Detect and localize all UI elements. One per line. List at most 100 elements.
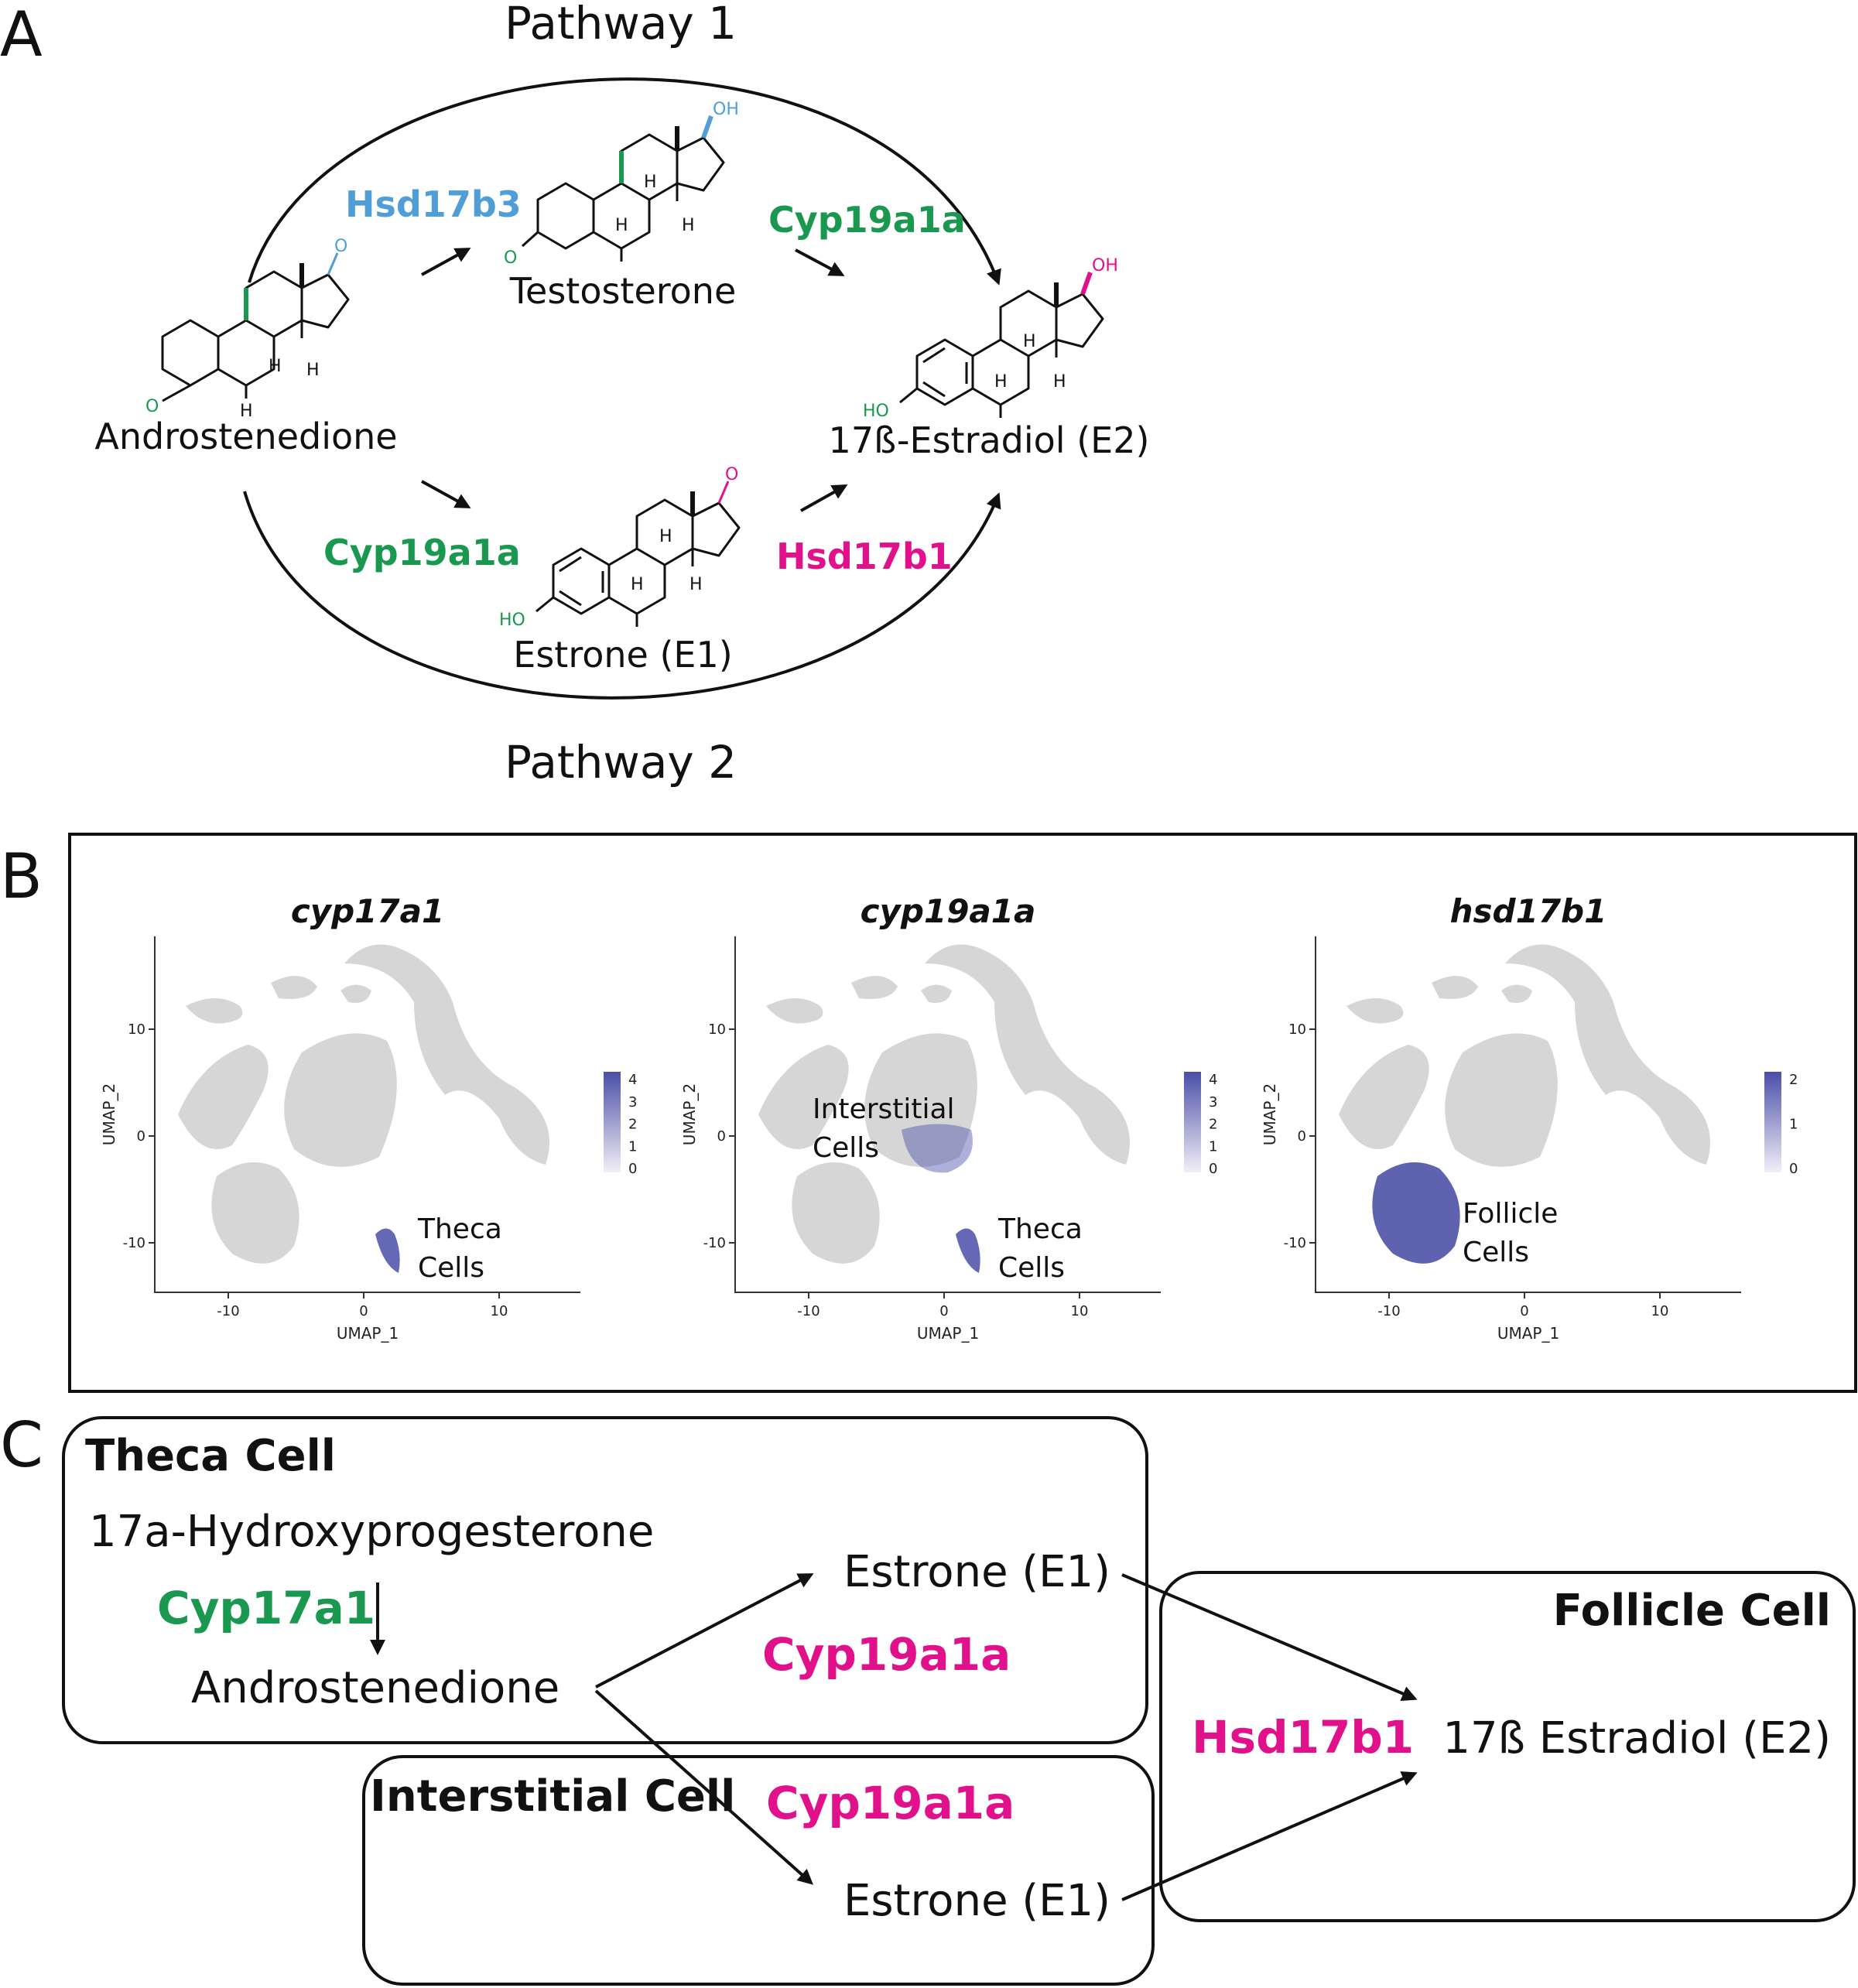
estradiol-h8: H (994, 372, 1008, 392)
testosterone-structure: OH O H H H (504, 100, 739, 268)
theca-cluster-highlight (956, 1228, 980, 1273)
follicle-cell-box (1159, 1571, 1856, 1922)
umap-cluster (1339, 1045, 1429, 1149)
androstenedione-o17: O (334, 237, 347, 256)
estradiol-oh: OH (1092, 256, 1118, 275)
y-tick-label: 10 (128, 1021, 145, 1038)
y-tick-label: 0 (137, 1128, 145, 1145)
androstenedione-h8: H (240, 402, 253, 421)
cell-label-line1: Theca (997, 1213, 1083, 1245)
enzyme-hsd17b1: Hsd17b1 (776, 535, 953, 577)
y-tick-label: -10 (703, 1235, 726, 1251)
x-tick-label: -10 (1377, 1303, 1400, 1319)
umap-cluster (340, 984, 371, 1003)
cyp19a1a-bottom-enzyme: Cyp19a1a (766, 1777, 1015, 1829)
step-arrow-2 (795, 248, 845, 276)
enzyme-cyp19a1a-top: Cyp19a1a (768, 199, 966, 241)
estrone-ho: HO (499, 611, 525, 630)
testosterone-h14: H (682, 216, 695, 235)
umap-cluster (1432, 976, 1478, 999)
panel-c-letter: C (0, 1409, 43, 1481)
estrone-top-label: Estrone (E1) (843, 1547, 1110, 1597)
y-tick-label: -10 (123, 1235, 145, 1251)
cell-label-line2: Cells (998, 1252, 1065, 1284)
colorbar (1184, 1072, 1201, 1172)
androstenedione-o3: O (145, 397, 159, 416)
panel-b-frame (68, 833, 1857, 1393)
step-arrow-4 (800, 484, 848, 512)
colorbar-tick-label: 1 (1209, 1138, 1217, 1155)
estrone-bottom-label: Estrone (E1) (843, 1876, 1110, 1926)
umap-cluster (792, 1162, 880, 1264)
testosterone-h9: H (644, 173, 657, 192)
estrone-structure: O HO H H H (499, 465, 739, 630)
x-tick-label: -10 (797, 1303, 820, 1319)
y-tick-label: -10 (1284, 1235, 1306, 1251)
androstenedione-h9: H (269, 357, 282, 376)
estradiol-h9: H (1023, 332, 1036, 351)
y-tick-label: 10 (1288, 1021, 1306, 1038)
step-arrow-1 (421, 248, 471, 276)
umap-cluster (271, 976, 317, 999)
pathway2-arc (243, 491, 1001, 700)
arrow-e1-to-e2-bottom (1121, 1771, 1418, 1901)
umap-cluster (1346, 998, 1404, 1024)
umap-cluster (211, 1162, 299, 1264)
testosterone-name: Testosterone (509, 270, 737, 312)
umap-cluster (925, 944, 1130, 1165)
arrow-e1-to-e2-top (1121, 1573, 1418, 1701)
x-tick-label: 0 (359, 1303, 368, 1319)
x-tick-label: 0 (939, 1303, 948, 1319)
umap-cluster (864, 1033, 977, 1167)
follicle-cell-title: Follicle Cell (1553, 1586, 1831, 1636)
follicle-cluster-highlight (1372, 1162, 1460, 1264)
estrone-name: Estrone (E1) (513, 634, 732, 676)
umap-cluster (1505, 944, 1710, 1165)
colorbar-tick-label: 1 (628, 1138, 637, 1155)
pathway2-label: Pathway 2 (505, 736, 737, 789)
colorbar-tick-label: 2 (1789, 1072, 1798, 1088)
enzyme-cyp19a1a-bottom: Cyp19a1a (323, 532, 521, 573)
testosterone-h8: H (615, 216, 628, 235)
x-axis-label: UMAP_1 (1497, 1324, 1559, 1343)
y-axis-label: UMAP_2 (100, 1083, 118, 1145)
colorbar-tick-label: 4 (628, 1072, 637, 1088)
colorbar (1764, 1072, 1781, 1172)
testosterone-oh: OH (713, 100, 739, 119)
estrone-h14: H (689, 575, 703, 594)
umap-cluster (921, 984, 952, 1003)
colorbar-tick-label: 0 (1789, 1161, 1798, 1177)
cyp17a1-enzyme: Cyp17a1 (157, 1582, 375, 1634)
estradiol-structure: OH HO H H H (863, 256, 1118, 421)
colorbar-tick-label: 0 (1209, 1161, 1217, 1177)
y-tick-label: 0 (717, 1128, 726, 1145)
interstitial-cell-box (362, 1755, 1155, 1986)
x-axis-label: UMAP_1 (337, 1324, 399, 1343)
umap-cluster (1501, 984, 1532, 1003)
colorbar-tick-label: 2 (628, 1117, 637, 1133)
estradiol-name: 17ß-Estradiol (E2) (829, 419, 1150, 461)
cell-label-line1: Interstitial (813, 1093, 955, 1125)
x-tick-label: 10 (1651, 1303, 1669, 1319)
umap-cluster (178, 1045, 269, 1149)
cell-label-line2: Cells (418, 1252, 484, 1284)
x-tick-label: -10 (217, 1303, 239, 1319)
colorbar-tick-label: 3 (1209, 1094, 1217, 1110)
colorbar-tick-label: 1 (1789, 1117, 1798, 1133)
cell-label-line2: Cells (1463, 1237, 1529, 1268)
y-axis-label: UMAP_2 (1261, 1083, 1279, 1145)
hsd17b1-enzyme: Hsd17b1 (1192, 1711, 1414, 1764)
x-tick-label: 10 (491, 1303, 508, 1319)
umap-axes (734, 936, 1161, 1293)
precursor-label: 17a-Hydroxyprogesterone (89, 1507, 654, 1557)
colorbar (604, 1072, 621, 1172)
interstitial-cluster-highlight (902, 1124, 973, 1173)
cell-label-line1: Follicle (1463, 1198, 1558, 1230)
umap-title-hsd17b1: hsd17b1 (1450, 892, 1607, 930)
theca-cluster-highlight (375, 1228, 400, 1273)
pathway1-arc (248, 77, 1001, 286)
